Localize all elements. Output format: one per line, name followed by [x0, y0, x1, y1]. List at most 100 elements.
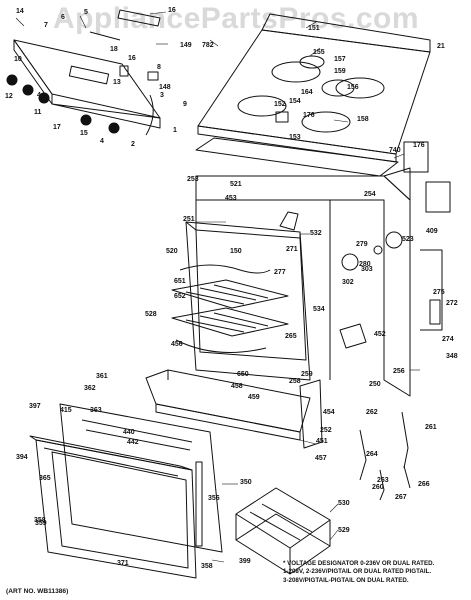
art-number: (ART NO. WB11386)	[6, 588, 69, 595]
part-callout-529: 529	[338, 527, 350, 534]
part-callout-158: 158	[357, 116, 369, 123]
part-callout-271: 271	[286, 246, 298, 253]
part-callout-454: 454	[323, 409, 335, 416]
part-callout-458: 458	[231, 383, 243, 390]
part-callout-452: 452	[374, 331, 386, 338]
part-callout-8: 8	[157, 64, 161, 71]
part-callout-651: 651	[174, 278, 186, 285]
part-callout-652: 652	[174, 293, 186, 300]
part-callout-371: 371	[117, 560, 129, 567]
control-panel	[6, 9, 161, 136]
part-callout-253: 253	[187, 176, 199, 183]
part-callout-399: 399	[239, 558, 251, 565]
part-callout-521: 521	[230, 181, 242, 188]
part-callout-13: 13	[113, 79, 121, 86]
part-callout-275: 275	[433, 289, 445, 296]
voltage-note-line: 1-208V, 2-236V/PIGTAIL OR DUAL RATED PIG…	[283, 568, 432, 576]
part-callout-10: 10	[14, 56, 22, 63]
part-callout-7: 7	[44, 22, 48, 29]
part-callout-409: 409	[426, 228, 438, 235]
part-callout-261: 261	[425, 424, 437, 431]
part-callout-358: 358	[201, 563, 213, 570]
part-callout-363: 363	[90, 407, 102, 414]
part-callout-277: 277	[274, 269, 286, 276]
part-callout-4: 4	[100, 138, 104, 145]
part-callout-279: 279	[356, 241, 368, 248]
part-callout-252: 252	[320, 427, 332, 434]
part-callout-14: 14	[16, 8, 24, 15]
part-callout-256: 256	[393, 368, 405, 375]
part-callout-459: 459	[248, 394, 260, 401]
part-callout-740: 740	[389, 147, 401, 154]
part-callout-21: 21	[437, 43, 445, 50]
part-callout-520: 520	[166, 248, 178, 255]
part-callout-11: 11	[34, 109, 42, 116]
part-callout-16: 16	[168, 7, 176, 14]
part-callout-5: 5	[84, 9, 88, 16]
part-callout-1: 1	[173, 127, 177, 134]
voltage-note: * VOLTAGE DESIGNATOR 0-236V OR DUAL RATE…	[283, 560, 469, 585]
oven-liner	[185, 211, 311, 381]
part-callout-348: 348	[446, 353, 458, 360]
part-callout-3: 3	[160, 92, 164, 99]
part-callout-151: 151	[308, 25, 320, 32]
part-callout-397: 397	[29, 403, 41, 410]
part-callout-164: 164	[301, 89, 313, 96]
part-callout-155: 155	[313, 49, 325, 56]
part-callout-263: 263	[377, 477, 389, 484]
part-callout-250: 250	[369, 381, 381, 388]
part-callout-530: 530	[338, 500, 350, 507]
part-callout-274: 274	[442, 336, 454, 343]
part-callout-442: 442	[127, 439, 139, 446]
part-callout-156: 156	[347, 84, 359, 91]
part-callout-17: 17	[53, 124, 61, 131]
part-callout-259: 259	[301, 371, 313, 378]
part-callout-154: 154	[289, 98, 301, 105]
part-callout-260: 260	[372, 484, 384, 491]
part-callout-532: 532	[310, 230, 322, 237]
drawer-front	[145, 369, 311, 441]
part-callout-176: 176	[303, 112, 315, 119]
oven-racks	[171, 264, 289, 353]
part-callout-528: 528	[145, 311, 157, 318]
part-callout-9: 9	[183, 101, 187, 108]
part-callout-15: 15	[80, 130, 88, 137]
part-callout-356: 356	[208, 495, 220, 502]
part-callout-457: 457	[315, 455, 327, 462]
voltage-note-line: * VOLTAGE DESIGNATOR 0-236V OR DUAL RATE…	[283, 560, 435, 567]
part-callout-362: 362	[84, 385, 96, 392]
part-callout-176: 176	[413, 142, 425, 149]
part-callout-415: 415	[60, 407, 72, 414]
part-callout-150: 150	[230, 248, 242, 255]
part-callout-157: 157	[334, 56, 346, 63]
part-callout-18: 18	[110, 46, 118, 53]
part-callout-262: 262	[366, 409, 378, 416]
voltage-note-line: 3-208V/PIGTAIL-PIGTAIL ON DUAL RATED.	[283, 576, 409, 584]
oven-body	[195, 167, 411, 397]
part-callout-365: 365	[39, 475, 51, 482]
part-callout-148: 148	[159, 84, 171, 91]
part-callout-440: 440	[123, 429, 135, 436]
oven-door	[29, 403, 223, 579]
broiler-pan	[235, 487, 331, 575]
part-callout-12: 12	[5, 93, 13, 100]
cooktop	[195, 13, 431, 177]
leader-lines	[15, 11, 420, 563]
part-callout-159: 159	[334, 68, 346, 75]
part-callout-6: 6	[61, 14, 65, 21]
part-callout-350: 350	[240, 479, 252, 486]
part-callout-267: 267	[395, 494, 407, 501]
part-callout-303: 303	[361, 266, 373, 273]
part-callout-266: 266	[418, 481, 430, 488]
part-callout-251: 251	[183, 216, 195, 223]
part-callout-361: 361	[96, 373, 108, 380]
part-callout-394: 394	[16, 454, 28, 461]
part-callout-782: 782	[202, 42, 214, 49]
part-callout-456: 456	[171, 341, 183, 348]
part-callout-302: 302	[342, 279, 354, 286]
part-callout-523: 523	[402, 236, 414, 243]
side-hardware	[299, 141, 451, 501]
part-callout-16: 16	[128, 55, 136, 62]
